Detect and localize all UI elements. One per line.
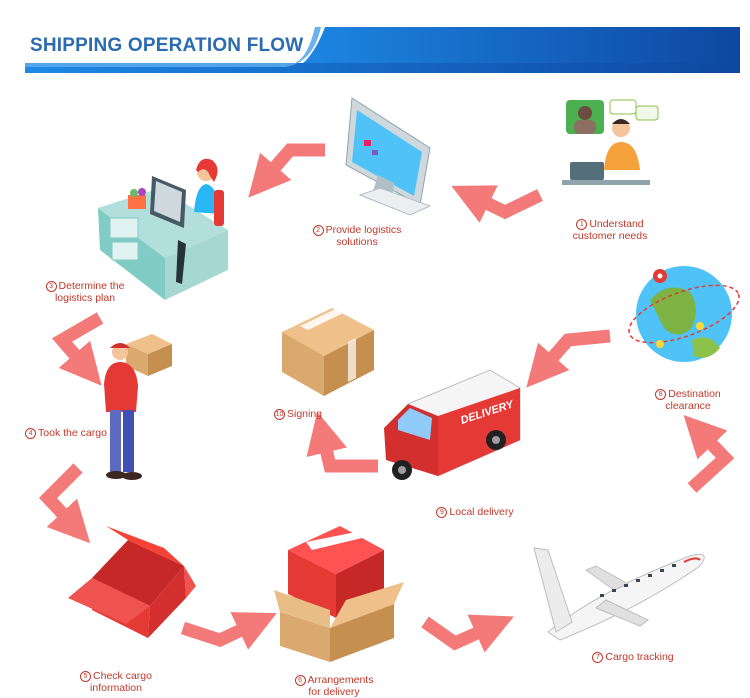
flow-arrow [180, 612, 277, 650]
monitor-icon [345, 97, 432, 216]
office-desk-icon [98, 158, 228, 300]
flow-arrow [683, 415, 735, 493]
airplane-icon [533, 547, 705, 641]
flow-arrow [306, 411, 378, 473]
flow-arrow [526, 329, 611, 388]
flow-arrow [38, 463, 91, 544]
header-banner [25, 27, 740, 73]
customer-service-icon [562, 99, 659, 185]
courier-icon [104, 334, 172, 480]
flow-arrow [248, 143, 325, 198]
globe-icon [628, 266, 740, 362]
page-title: SHIPPING OPERATION FLOW [30, 35, 304, 56]
flow-arrow [451, 185, 543, 223]
delivery-van-icon: DELIVERY [384, 369, 521, 480]
sealed-box-icon [282, 302, 374, 396]
flow-arrow [51, 312, 104, 386]
open-red-box-icon [68, 526, 196, 638]
packed-box-icon [274, 526, 404, 662]
flow-arrow [421, 614, 514, 653]
